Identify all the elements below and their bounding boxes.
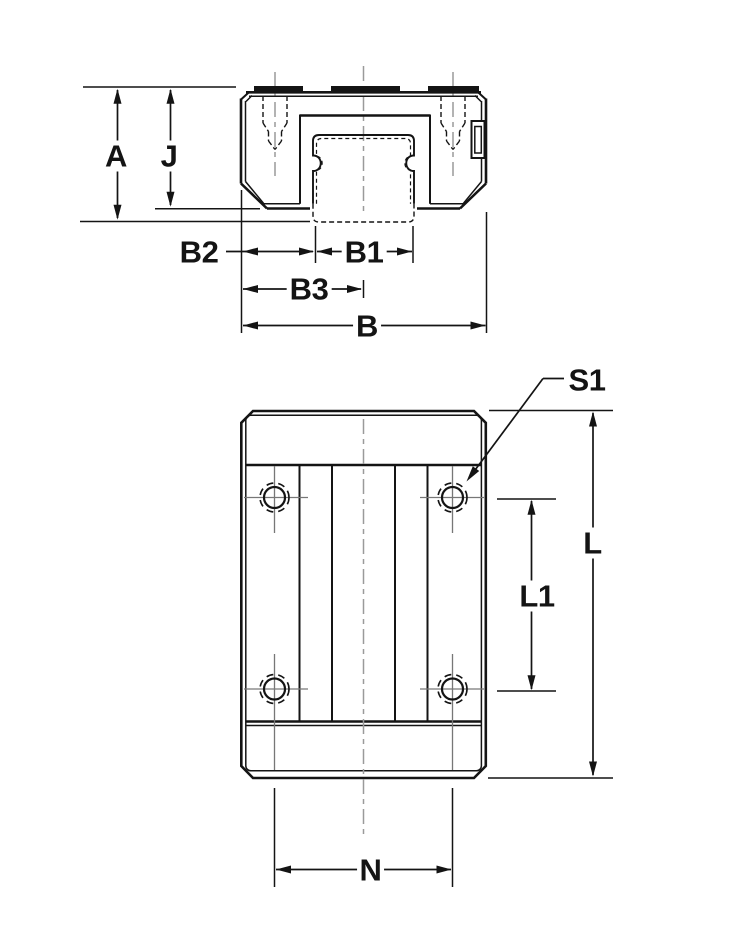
- dim-label-l: L: [580, 527, 605, 559]
- threaded-hole: [437, 673, 468, 705]
- top-seal-strip-mid: [331, 86, 400, 92]
- dim-label-b1: B1: [341, 236, 387, 267]
- dim-label-j: J: [157, 140, 181, 172]
- dim-label-b3: B3: [286, 273, 332, 304]
- threaded-hole: [259, 482, 290, 513]
- leader-S1: [466, 377, 564, 482]
- dim-label-a: A: [102, 140, 130, 172]
- carriage-block-section: [239, 86, 488, 210]
- threaded-hole: [437, 482, 468, 513]
- dim-label-b: B: [353, 310, 381, 341]
- top-seal-strip-right: [428, 86, 479, 92]
- dim-label-n: N: [356, 854, 385, 885]
- guide-rail-section: [312, 134, 415, 223]
- mounting-holes: [259, 482, 468, 705]
- counterbore-hole-left: [262, 96, 288, 150]
- dim-label-l1: L1: [516, 580, 558, 611]
- grease-port: [470, 120, 486, 159]
- threaded-hole: [259, 673, 290, 705]
- dim-L-L1: [488, 409, 613, 779]
- dim-label-s1: S1: [565, 364, 609, 396]
- counterbore-hole-right: [440, 96, 466, 150]
- carriage-block-plan: [240, 409, 488, 836]
- top-seal-strip-left: [254, 86, 303, 92]
- plan-view: [240, 377, 613, 887]
- hole-centerlines: [244, 466, 484, 770]
- dim-label-b2: B2: [176, 236, 222, 267]
- section-view: [80, 66, 488, 333]
